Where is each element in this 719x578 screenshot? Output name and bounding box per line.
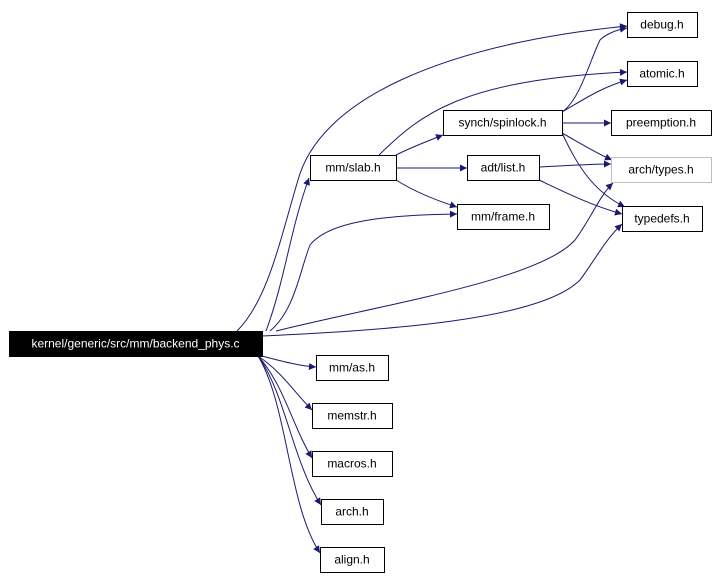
node-label-frame: mm/frame.h bbox=[471, 210, 535, 224]
edge-backend_phys-to-debug bbox=[236, 23, 628, 332]
node-label-align: align.h bbox=[334, 553, 369, 567]
node-spinlock[interactable]: synch/spinlock.h bbox=[443, 110, 563, 136]
edges-layer bbox=[236, 23, 628, 554]
edge-backend_phys-to-types bbox=[275, 182, 614, 332]
node-macros[interactable]: macros.h bbox=[312, 451, 393, 477]
node-label-slab: mm/slab.h bbox=[325, 161, 380, 175]
edge-backend_phys-to-arch bbox=[257, 355, 322, 506]
node-atomic[interactable]: atomic.h bbox=[627, 61, 698, 87]
node-slab[interactable]: mm/slab.h bbox=[310, 155, 397, 181]
edge-slab-to-spinlock bbox=[395, 134, 444, 156]
node-label-backend_phys: kernel/generic/src/mm/backend_phys.c bbox=[31, 337, 239, 351]
node-types[interactable]: arch/types.h bbox=[611, 157, 712, 183]
node-label-as: mm/as.h bbox=[329, 361, 375, 375]
edge-backend_phys-to-align bbox=[257, 355, 321, 554]
edge-slab-to-atomic bbox=[378, 68, 628, 156]
edge-spinlock-to-atomic bbox=[561, 78, 628, 113]
edge-list-to-typedefs bbox=[538, 179, 623, 216]
node-box-align[interactable] bbox=[320, 547, 385, 573]
node-box-types[interactable] bbox=[611, 157, 712, 183]
node-label-preemption: preemption.h bbox=[626, 116, 696, 130]
edge-backend_phys-to-macros bbox=[257, 355, 313, 459]
edge-backend_phys-to-frame bbox=[269, 210, 458, 332]
edge-backend_phys-to-memstr bbox=[257, 355, 313, 411]
node-as[interactable]: mm/as.h bbox=[316, 355, 389, 381]
edge-spinlock-to-debug bbox=[561, 25, 628, 113]
node-arch[interactable]: arch.h bbox=[321, 499, 384, 525]
node-label-atomic: atomic.h bbox=[639, 67, 684, 81]
node-list[interactable]: adt/list.h bbox=[467, 155, 540, 181]
node-box-typedefs[interactable] bbox=[622, 206, 703, 232]
edge-backend_phys-to-as bbox=[261, 355, 317, 371]
edge-list-to-types bbox=[538, 160, 612, 168]
node-typedefs[interactable]: typedefs.h bbox=[622, 206, 703, 232]
node-box-spinlock[interactable] bbox=[443, 110, 563, 136]
node-box-macros[interactable] bbox=[312, 451, 393, 477]
node-label-types: arch/types.h bbox=[628, 163, 693, 177]
node-backend_phys[interactable]: kernel/generic/src/mm/backend_phys.c bbox=[9, 331, 263, 357]
node-label-spinlock: synch/spinlock.h bbox=[458, 116, 546, 130]
node-box-list[interactable] bbox=[467, 155, 540, 181]
edge-spinlock-to-types bbox=[561, 132, 613, 161]
nodes-layer: kernel/generic/src/mm/backend_phys.c debu… bbox=[9, 12, 712, 573]
edge-backend_phys-to-slab bbox=[265, 177, 310, 332]
node-label-debug: debug.h bbox=[640, 18, 683, 32]
node-memstr[interactable]: memstr.h bbox=[312, 403, 393, 429]
node-frame[interactable]: mm/frame.h bbox=[457, 204, 550, 230]
node-label-macros: macros.h bbox=[327, 457, 376, 471]
node-box-memstr[interactable] bbox=[312, 403, 393, 429]
node-box-preemption[interactable] bbox=[611, 110, 712, 136]
node-label-memstr: memstr.h bbox=[327, 409, 376, 423]
node-label-typedefs: typedefs.h bbox=[634, 212, 689, 226]
node-box-as[interactable] bbox=[316, 355, 389, 381]
node-label-list: adt/list.h bbox=[481, 161, 526, 175]
node-debug[interactable]: debug.h bbox=[627, 12, 698, 38]
node-box-atomic[interactable] bbox=[627, 61, 698, 87]
edge-backend_phys-to-typedefs bbox=[261, 223, 623, 337]
node-label-arch: arch.h bbox=[335, 505, 368, 519]
node-box-debug[interactable] bbox=[627, 12, 698, 38]
node-box-backend_phys[interactable] bbox=[9, 331, 263, 357]
node-box-arch[interactable] bbox=[321, 499, 384, 525]
node-align[interactable]: align.h bbox=[320, 547, 385, 573]
node-box-slab[interactable] bbox=[310, 155, 397, 181]
edge-spinlock-to-typedefs bbox=[561, 132, 626, 208]
node-preemption[interactable]: preemption.h bbox=[611, 110, 712, 136]
node-box-frame[interactable] bbox=[457, 204, 550, 230]
edge-slab-to-frame bbox=[395, 179, 458, 209]
